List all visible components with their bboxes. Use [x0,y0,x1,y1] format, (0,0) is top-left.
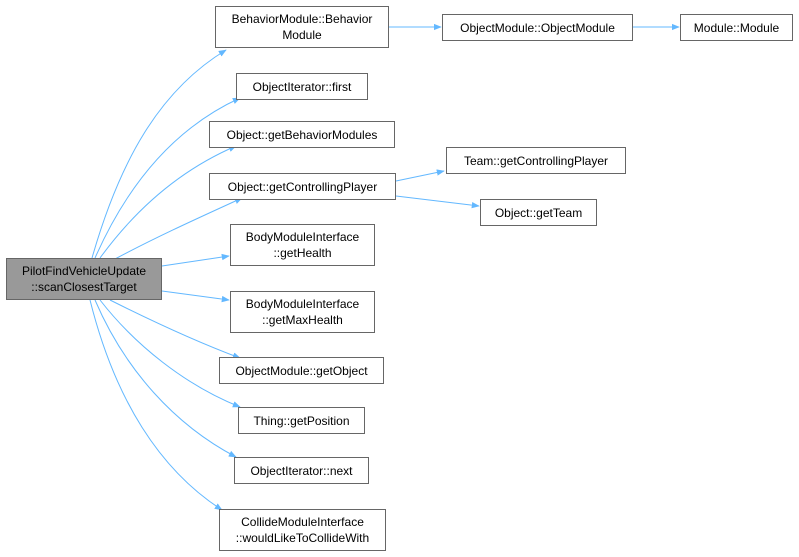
node-get-object[interactable]: ObjectModule::getObject [219,357,384,384]
node-get-max-health-line2: ::getMaxHealth [262,313,343,327]
node-would-like-collide-line2: ::wouldLikeToCollideWith [235,531,370,545]
node-behavior-module-ctor-line1: BehaviorModule::Behavior [231,12,373,26]
node-scan-closest-target-line1: PilotFindVehicleUpdate [21,264,147,278]
node-would-like-collide[interactable]: CollideModuleInterface ::wouldLikeToColl… [219,509,386,551]
edge-root-to-get-controlling-player [114,197,243,260]
node-get-object-label: ObjectModule::getObject [235,363,368,378]
edge-root-to-get-behavior-modules [99,145,237,259]
edge-root-to-would-like-collide [89,299,223,511]
node-get-position[interactable]: Thing::getPosition [238,407,365,434]
edge-controlling-player-to-get-team [395,195,480,209]
edge-root-to-iterator-first [94,97,241,259]
node-get-team[interactable]: Object::getTeam [480,199,597,226]
node-get-position-label: Thing::getPosition [253,413,350,428]
node-iterator-next[interactable]: ObjectIterator::next [234,457,369,484]
edge-root-to-iterator-next [94,299,237,458]
edge-root-to-behavior-module [91,49,227,259]
node-get-health-line2: ::getHealth [273,246,332,260]
node-module-ctor-label: Module::Module [693,20,780,35]
edge-root-to-get-position [99,299,241,408]
node-get-team-label: Object::getTeam [494,205,583,220]
node-behavior-module-ctor[interactable]: BehaviorModule::Behavior Module [215,6,389,48]
node-behavior-module-ctor-line2: Module [282,28,322,42]
node-get-max-health[interactable]: BodyModuleInterface ::getMaxHealth [230,291,375,333]
node-get-controlling-player[interactable]: Object::getControllingPlayer [209,173,396,200]
node-would-like-collide-line1: CollideModuleInterface [241,515,364,529]
node-get-health-line1: BodyModuleInterface [245,230,360,244]
node-team-controlling-player[interactable]: Team::getControllingPlayer [446,147,626,174]
node-object-module-ctor[interactable]: ObjectModule::ObjectModule [442,14,633,41]
node-module-ctor[interactable]: Module::Module [680,14,793,41]
edge-controlling-player-to-team [395,169,445,182]
node-scan-closest-target-line2: ::scanClosestTarget [31,280,137,294]
edge-root-to-get-max-health [161,290,230,303]
node-scan-closest-target: PilotFindVehicleUpdate ::scanClosestTarg… [6,258,162,300]
node-get-max-health-line1: BodyModuleInterface [245,297,360,311]
node-iterator-first[interactable]: ObjectIterator::first [236,73,368,100]
node-iterator-first-label: ObjectIterator::first [252,79,352,94]
edge-root-to-get-object [109,299,241,359]
node-get-health[interactable]: BodyModuleInterface ::getHealth [230,224,375,266]
edge-root-to-get-health [161,253,230,267]
node-get-behavior-modules[interactable]: Object::getBehaviorModules [209,121,395,148]
node-iterator-next-label: ObjectIterator::next [250,463,353,478]
node-get-behavior-modules-label: Object::getBehaviorModules [226,127,378,142]
node-team-controlling-player-label: Team::getControllingPlayer [463,153,609,168]
node-get-controlling-player-label: Object::getControllingPlayer [227,179,378,194]
node-object-module-ctor-label: ObjectModule::ObjectModule [460,20,615,35]
